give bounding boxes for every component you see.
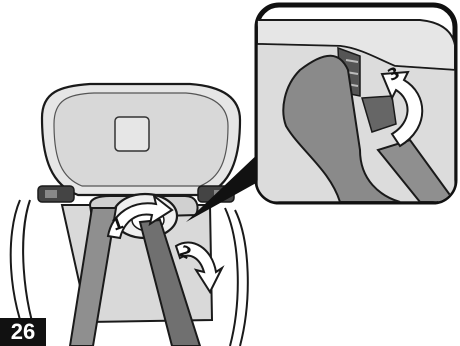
page-number-badge: 26 bbox=[0, 318, 46, 346]
step-2-arrow: 2 bbox=[174, 241, 225, 295]
callout-pointer bbox=[186, 150, 276, 222]
headrest-label-square bbox=[114, 116, 150, 152]
headrest bbox=[40, 82, 242, 197]
step-1-arrow: 1 bbox=[106, 193, 174, 240]
zoom-detail-callout: 3 bbox=[254, 2, 458, 205]
